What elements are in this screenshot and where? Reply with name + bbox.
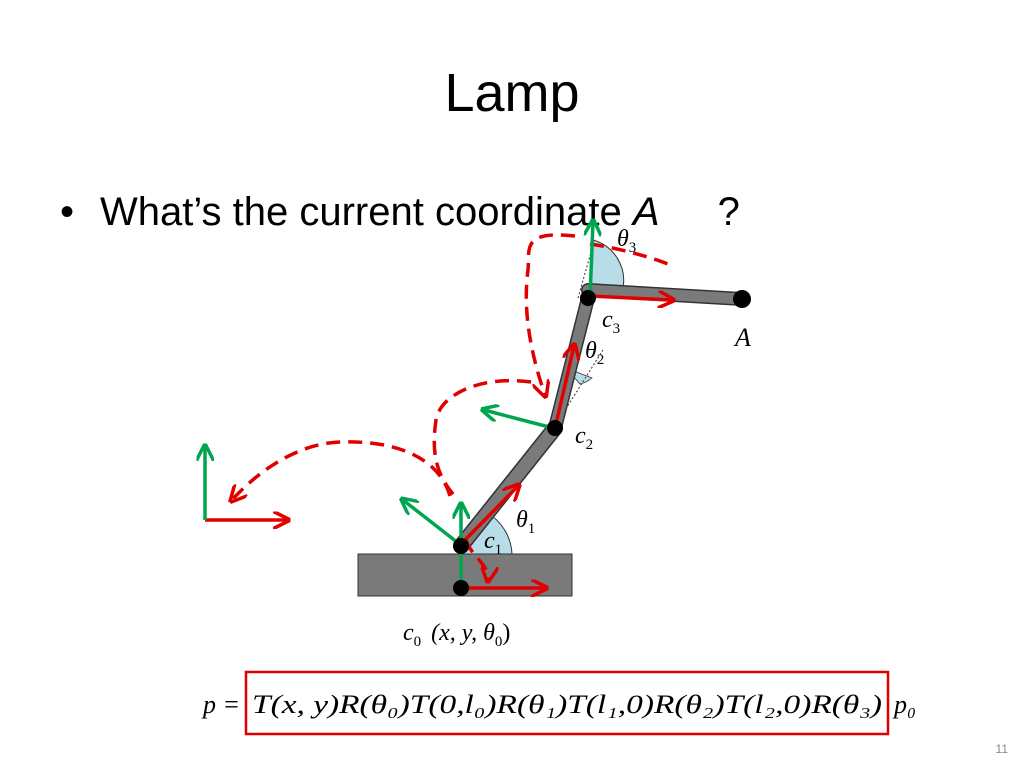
formula-rhs: p₀ [892, 690, 916, 719]
theta1-label: θ1 [516, 507, 535, 537]
c0-label: c0(x, y, θ0) [403, 620, 510, 650]
formula-boxed: T(x, y)R(θ₀)T(0,l₀)R(θ₁)T(l₁,0)R(θ₂)T(l₂… [252, 690, 882, 719]
joint-c2 [547, 420, 563, 436]
transform-path-2 [524, 233, 576, 395]
point-A [733, 290, 751, 308]
joint-c3 [580, 290, 596, 306]
c3-y-axis [590, 222, 593, 299]
c3-x-axis [589, 296, 672, 300]
joint-c0 [453, 580, 469, 596]
transform-path-3 [432, 378, 532, 502]
c2-label: c2 [575, 423, 593, 453]
c1-y-axis [403, 500, 464, 548]
guide-line-c2 [554, 349, 604, 427]
joint-c1 [453, 538, 469, 554]
bullet-dot: • [60, 190, 75, 234]
transform-path-4 [232, 440, 452, 500]
c2-x-axis [554, 346, 574, 425]
slide-number: 11 [995, 742, 1008, 756]
slide-title: Lamp [444, 63, 580, 123]
c1-label: c1 [484, 528, 502, 558]
c2-y-axis [484, 410, 554, 430]
theta2-label: θ2 [585, 338, 604, 368]
c3-label: c3 [602, 307, 620, 337]
point-A-label: A [733, 323, 751, 352]
bullet-text: What’s the current coordinate [100, 190, 622, 234]
bullet-end: ? [717, 190, 740, 234]
bullet-question: • What’s the current coordinate A? [60, 190, 740, 235]
formula-lhs: p = [201, 690, 240, 719]
transform-path [589, 242, 673, 268]
c1-x-axis [463, 486, 518, 542]
formula-box [244, 670, 890, 736]
bullet-var: A [632, 190, 660, 234]
theta3-label: θ3 [617, 226, 636, 256]
